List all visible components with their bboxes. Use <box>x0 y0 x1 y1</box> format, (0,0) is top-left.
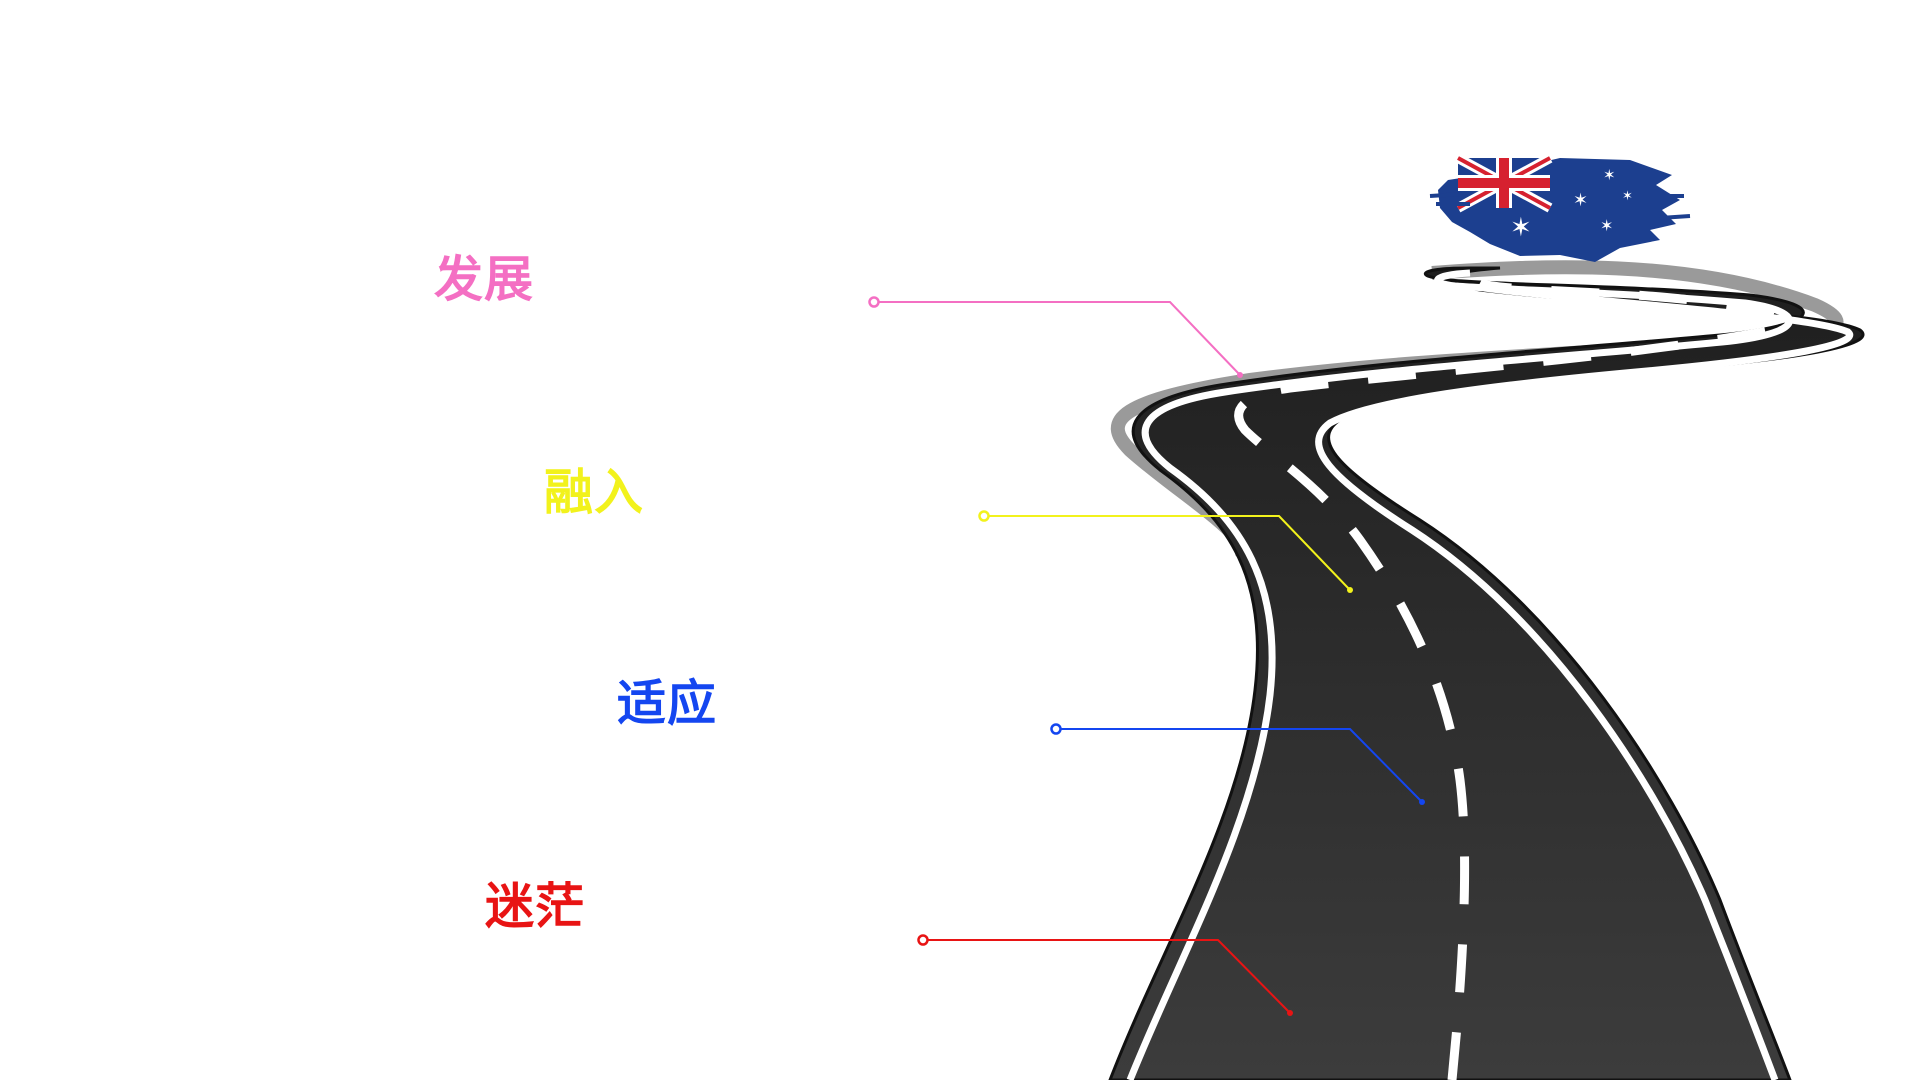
svg-text:✶: ✶ <box>1573 190 1588 211</box>
stage-label-develop: 发展 <box>434 251 535 308</box>
australian-flag-icon: ✶ ✶ ✶ ✶ ✶ <box>1429 153 1691 262</box>
stage-label-integrate: 融入 <box>544 464 645 521</box>
road-center-dashes <box>1234 278 1791 1080</box>
stage-label-confused: 迷茫 <box>485 878 586 935</box>
connector-integrate <box>978 510 1353 593</box>
svg-text:✶: ✶ <box>1510 213 1532 243</box>
svg-text:✶: ✶ <box>1600 216 1613 235</box>
connector-confused <box>917 934 1293 1016</box>
connector-adapt <box>1050 723 1425 805</box>
svg-text:✶: ✶ <box>1622 189 1633 204</box>
road-right-edge-line <box>1315 284 1854 1080</box>
svg-text:✶: ✶ <box>1603 166 1616 184</box>
connector-develop <box>868 296 1243 378</box>
stage-label-adapt: 适应 <box>617 675 718 732</box>
